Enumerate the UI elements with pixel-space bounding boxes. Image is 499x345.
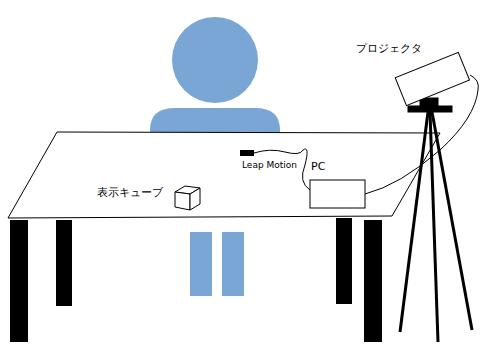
person-leg bbox=[190, 232, 212, 296]
table-leg bbox=[10, 220, 28, 342]
table-leg bbox=[336, 218, 352, 304]
table-top bbox=[8, 132, 440, 218]
pc-box bbox=[310, 180, 365, 208]
projector bbox=[395, 52, 469, 105]
table-leg bbox=[364, 220, 382, 342]
table-leg bbox=[56, 220, 72, 306]
pc-label: PC bbox=[311, 160, 325, 173]
person-leg bbox=[222, 232, 244, 296]
cube-label: 表示キューブ bbox=[97, 186, 163, 199]
device-label: Leap Motion bbox=[242, 160, 297, 171]
projector-label: プロジェクタ bbox=[356, 42, 422, 55]
display-cube bbox=[175, 186, 200, 210]
leap-motion-device bbox=[240, 150, 254, 156]
tripod bbox=[400, 98, 472, 342]
person-head bbox=[172, 17, 258, 103]
cable bbox=[365, 75, 478, 194]
